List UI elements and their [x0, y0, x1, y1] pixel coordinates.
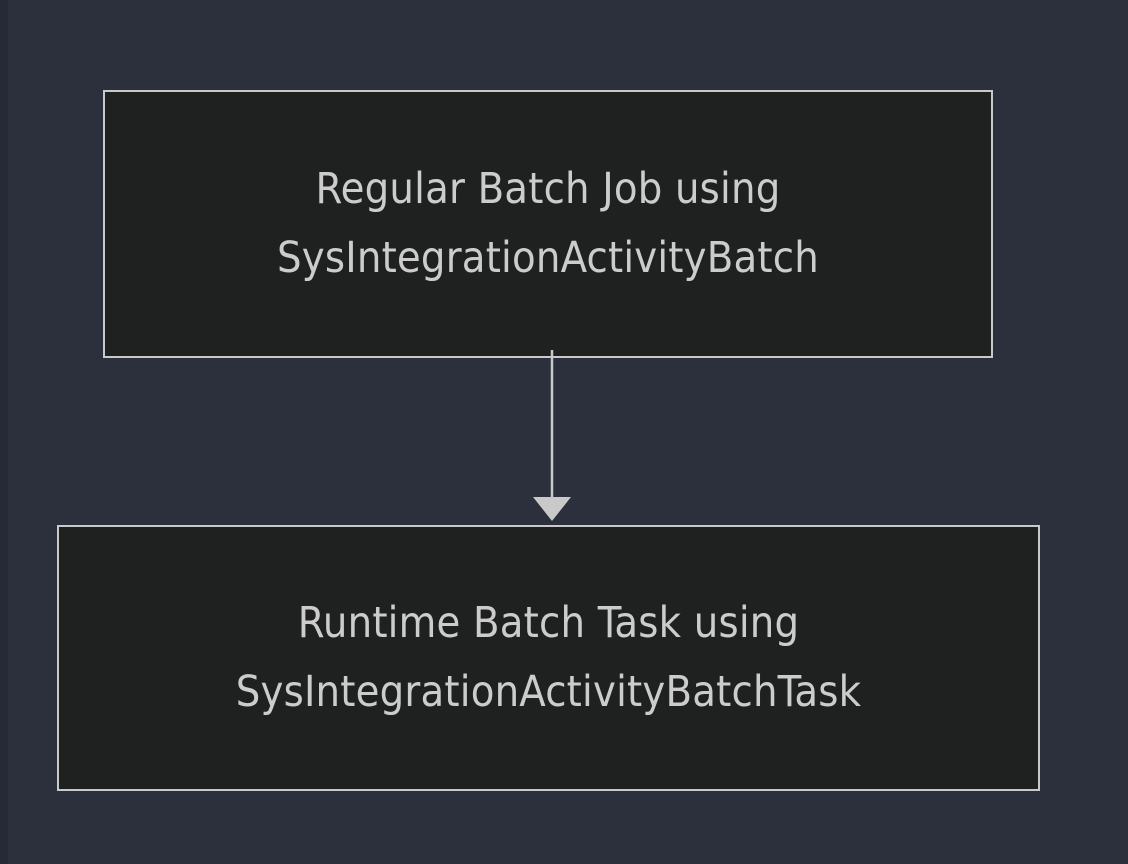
node-regular-batch-job-line-2: SysIntegrationActivityBatch — [277, 233, 819, 283]
node-regular-batch-job-line-1: Regular Batch Job using — [315, 164, 781, 214]
left-edge-strip — [0, 0, 8, 864]
node-regular-batch-job[interactable]: Regular Batch Job using SysIntegrationAc… — [103, 90, 993, 358]
node-runtime-batch-task-line-2: SysIntegrationActivityBatchTask — [235, 667, 862, 717]
node-runtime-batch-task[interactable]: Runtime Batch Task using SysIntegrationA… — [57, 525, 1040, 791]
arrowhead-down-icon — [533, 497, 571, 521]
edge-job-to-task — [533, 350, 571, 521]
node-runtime-batch-task-line-1: Runtime Batch Task using — [297, 598, 800, 648]
